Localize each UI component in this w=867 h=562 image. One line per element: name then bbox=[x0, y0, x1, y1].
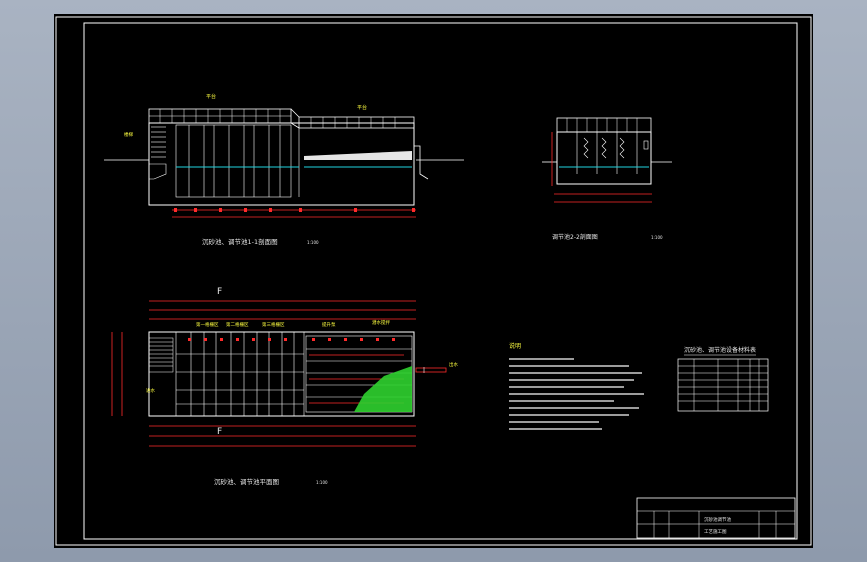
title-block: 沉砂池调节池 工艺施工图 bbox=[636, 497, 796, 539]
label-platform-1: 平台 bbox=[206, 93, 216, 100]
plan-zone-1: 第一格栅区 bbox=[196, 321, 219, 328]
notes-title: 说明 bbox=[509, 342, 521, 350]
plan-zone-5: 潜水搅拌 bbox=[372, 319, 390, 326]
plan-title: 沉砂池、调节池平面图 bbox=[214, 477, 279, 486]
section-2-2 bbox=[542, 117, 672, 203]
plan-scale: 1:100 bbox=[316, 480, 328, 485]
section-1-1: 平台 平台 楼梯 bbox=[104, 93, 464, 218]
equipment-table: 沉砂池、调节池设备材料表 bbox=[677, 346, 769, 412]
title-block-text-1: 沉砂池调节池 bbox=[704, 516, 731, 523]
label-stair: 楼梯 bbox=[124, 131, 133, 138]
plan-zone-2: 第二格栅区 bbox=[226, 321, 249, 328]
cad-drawing: 平台 平台 楼梯 沉砂池、调节池1-1剖面图 1:100 调节池2-2剖面图 1… bbox=[55, 16, 812, 546]
plan-view: 第一格栅区 第二格栅区 第三格栅区 提升泵 潜水搅拌 进水 出水 bbox=[111, 300, 458, 447]
section-1-title: 沉砂池、调节池1-1剖面图 bbox=[202, 237, 278, 246]
drawing-sheet: 平台 平台 楼梯 沉砂池、调节池1-1剖面图 1:100 调节池2-2剖面图 1… bbox=[54, 14, 813, 548]
plan-outlet: 出水 bbox=[449, 361, 458, 368]
inner-frame bbox=[83, 22, 798, 540]
plan-inlet: 进水 bbox=[146, 387, 155, 394]
section-2-scale: 1:100 bbox=[651, 235, 663, 240]
cut-marker-top: F bbox=[217, 287, 222, 297]
section-1-scale: 1:100 bbox=[307, 240, 319, 245]
cut-marker-bottom: F bbox=[217, 427, 222, 437]
label-platform-2: 平台 bbox=[357, 104, 367, 111]
title-block-text-2: 工艺施工图 bbox=[704, 528, 727, 535]
plan-zone-3: 第三格栅区 bbox=[262, 321, 285, 328]
outer-frame bbox=[55, 16, 812, 546]
section-2-title: 调节池2-2剖面图 bbox=[552, 233, 598, 241]
table-title: 沉砂池、调节池设备材料表 bbox=[684, 346, 756, 354]
notes-block: 说明 bbox=[509, 342, 644, 430]
plan-zone-4: 提升泵 bbox=[322, 321, 336, 328]
